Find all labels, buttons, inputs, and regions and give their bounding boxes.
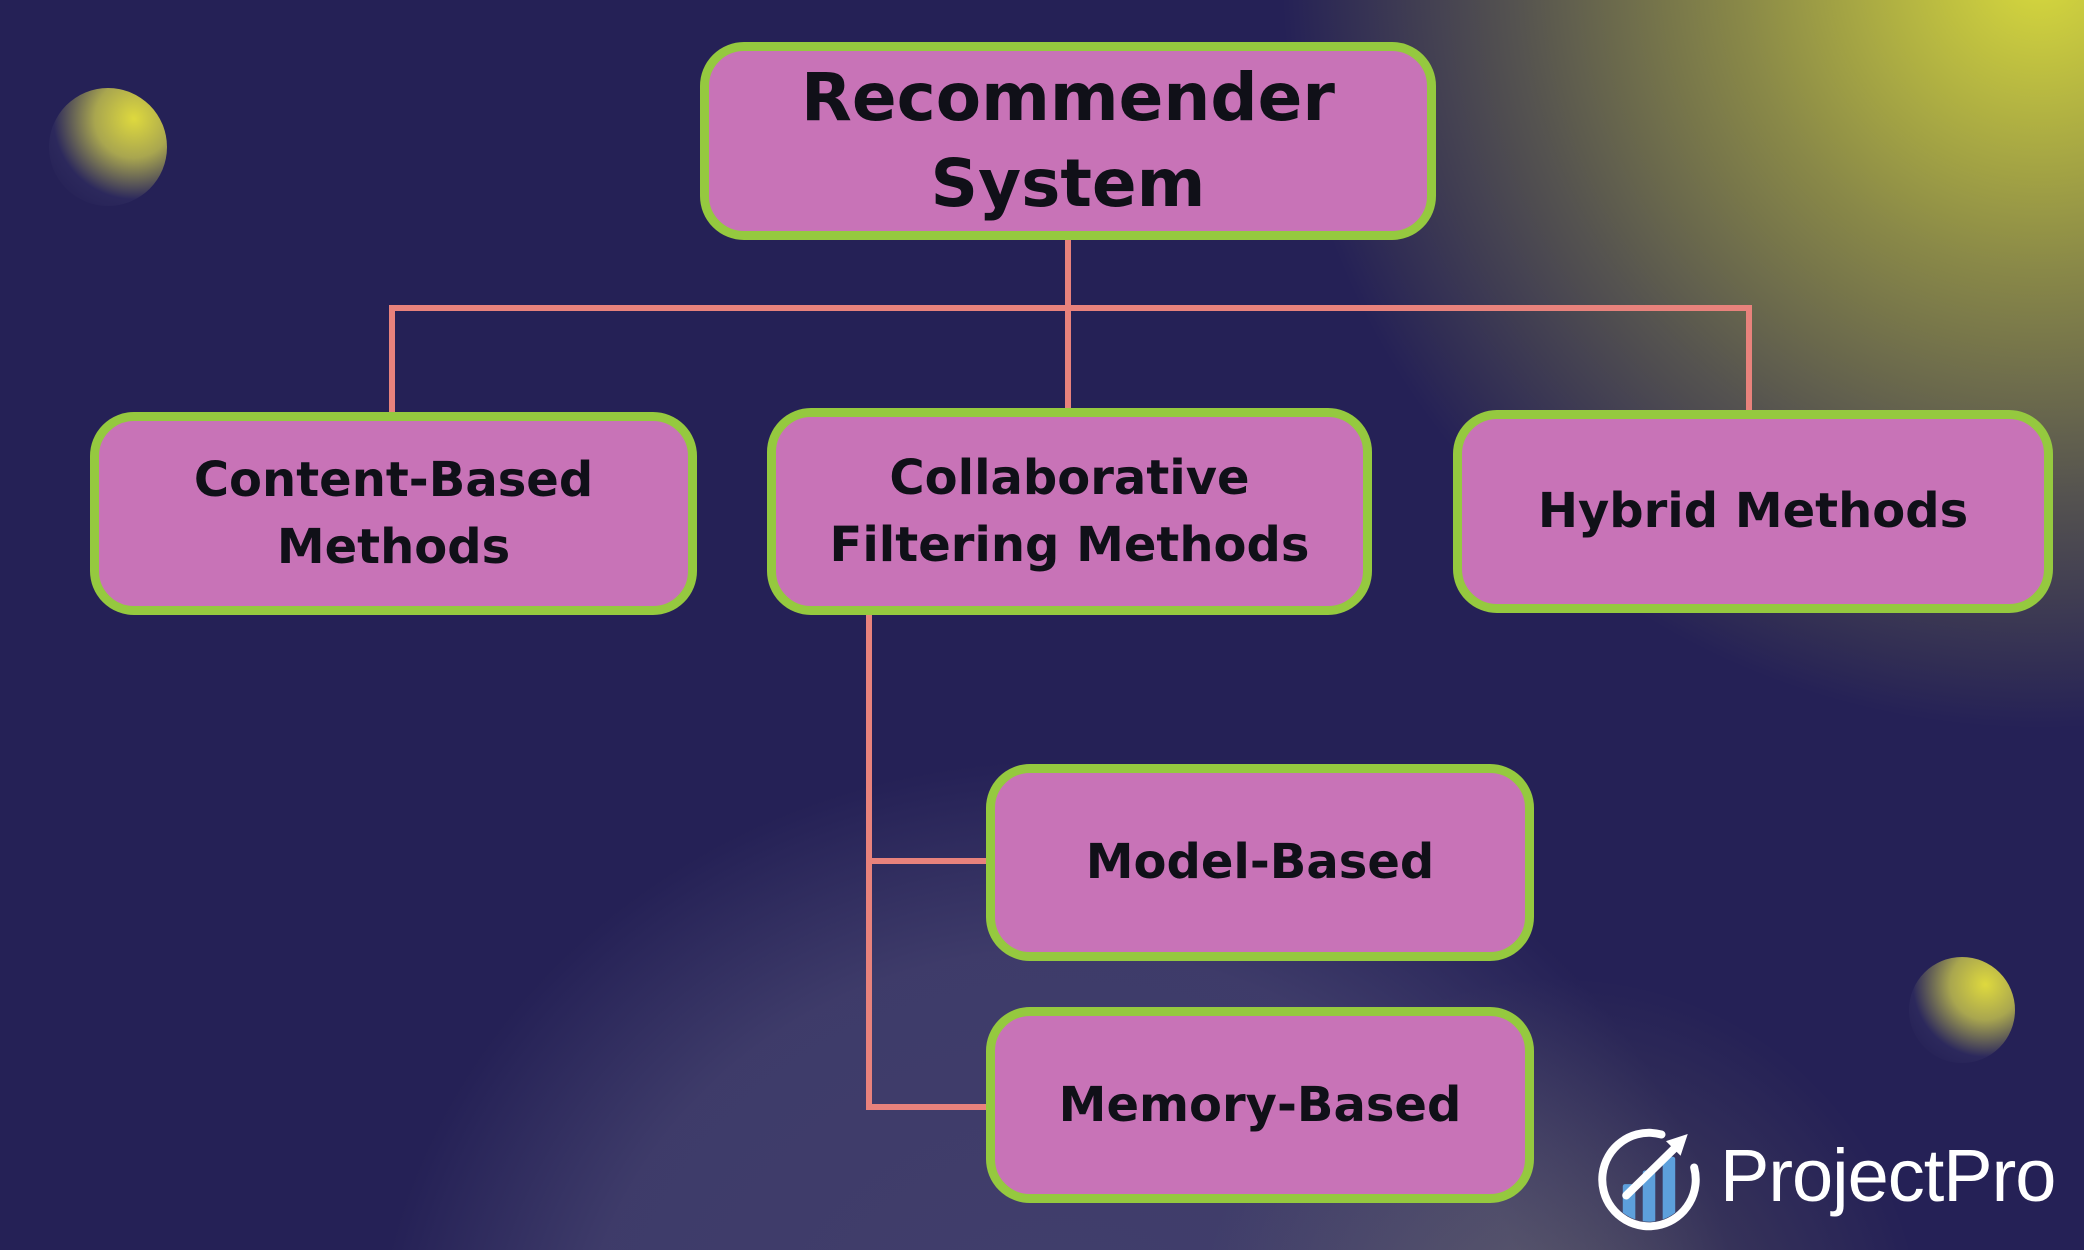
connector-drop-content xyxy=(389,305,395,415)
connector-branch-model xyxy=(866,858,992,864)
node-hybrid-methods: Hybrid Methods xyxy=(1453,410,2053,613)
node-recommender-system-label: Recommender System xyxy=(801,59,1335,222)
node-collaborative-filtering-methods-label: Collaborative Filtering Methods xyxy=(829,450,1310,573)
logo-bar-chart-icon xyxy=(1622,1156,1676,1222)
node-collaborative-filtering-methods: Collaborative Filtering Methods xyxy=(767,408,1372,615)
connector-drop-collaborative xyxy=(1065,305,1071,411)
node-memory-based-label: Memory-Based xyxy=(1058,1076,1462,1133)
logo-arrow-icon xyxy=(1622,1133,1688,1200)
node-model-based: Model-Based xyxy=(986,764,1534,961)
node-hybrid-methods-label: Hybrid Methods xyxy=(1537,483,1969,540)
sphere-bottom-right xyxy=(1909,957,2015,1063)
node-content-based-methods-label: Content-Based Methods xyxy=(193,452,594,575)
node-model-based-label: Model-Based xyxy=(1085,834,1435,891)
projectpro-logo-text: ProjectPro xyxy=(1720,1133,2056,1217)
connector-root-to-rail xyxy=(1065,240,1071,310)
projectpro-logo-icon xyxy=(1598,1128,1700,1231)
connector-drop-hybrid xyxy=(1746,305,1752,413)
logo-circle-icon xyxy=(1598,1128,1700,1231)
connector-branch-memory xyxy=(866,1104,992,1110)
node-content-based-methods: Content-Based Methods xyxy=(90,412,697,615)
sphere-top-left xyxy=(49,88,167,206)
node-recommender-system: Recommender System xyxy=(700,42,1436,240)
projectpro-logo: ProjectPro xyxy=(1592,1118,2056,1232)
node-memory-based: Memory-Based xyxy=(986,1007,1534,1203)
